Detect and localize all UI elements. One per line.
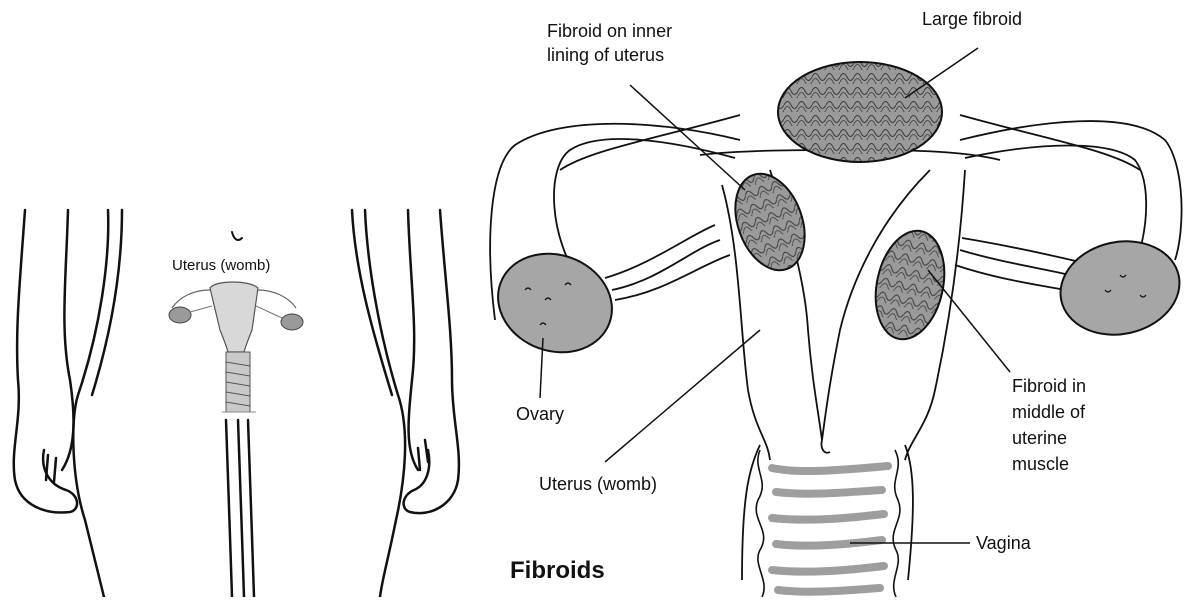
label-fibroid-middle-2: middle of	[1012, 402, 1086, 422]
label-uterus: Uterus (womb)	[539, 474, 657, 494]
label-fibroid-middle-3: uterine	[1012, 428, 1067, 448]
label-fibroid-inner-2: lining of uterus	[547, 45, 664, 65]
label-fibroid-inner-1: Fibroid on inner	[547, 21, 672, 41]
uterus-body	[560, 115, 1140, 580]
inset-uterus	[169, 282, 303, 412]
label-ovary: Ovary	[516, 404, 564, 424]
inset-uterus-label: Uterus (womb)	[172, 257, 270, 274]
diagram-title: Fibroids	[510, 557, 605, 584]
vaginal-folds	[772, 466, 888, 592]
label-vagina: Vagina	[976, 533, 1032, 553]
label-fibroid-middle-1: Fibroid in	[1012, 376, 1086, 396]
right-ovary	[1052, 231, 1189, 346]
label-large-fibroid: Large fibroid	[922, 9, 1022, 29]
left-ovary	[484, 238, 626, 368]
vagina	[756, 450, 900, 597]
label-fibroid-middle-4: muscle	[1012, 454, 1069, 474]
